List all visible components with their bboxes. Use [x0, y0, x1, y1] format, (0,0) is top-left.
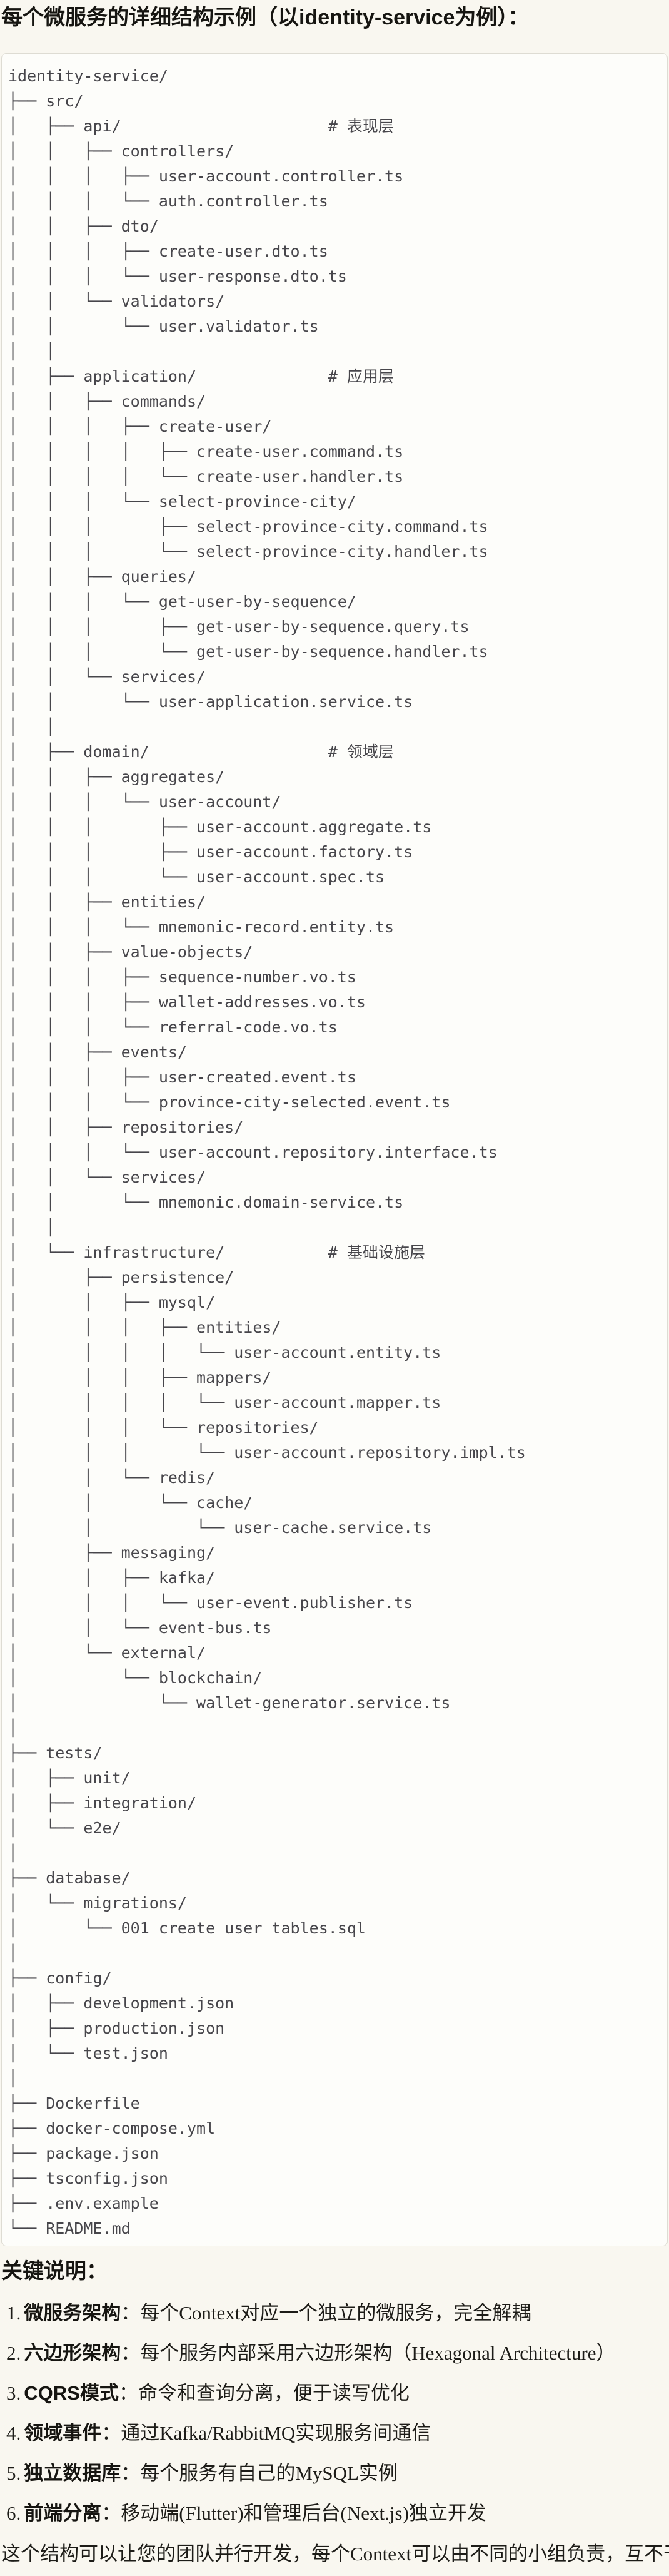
note-label: 独立数据库	[24, 2462, 121, 2484]
note-text: 每个服务内部采用六边形架构（Hexagonal Architecture）	[140, 2342, 616, 2364]
note-label: 微服务架构	[24, 2302, 121, 2324]
note-number: 2.	[6, 2342, 21, 2364]
note-text: 移动端(Flutter)和管理后台(Next.js)独立开发	[121, 2502, 486, 2524]
note-text: 命令和查询分离，便于读写优化	[138, 2382, 410, 2404]
notes-heading: 关键说明：	[1, 2259, 108, 2283]
note-number: 6.	[6, 2502, 21, 2524]
note-separator: ：	[121, 2302, 141, 2324]
note-number: 4.	[6, 2422, 21, 2444]
code-block: identity-service/ ├── src/ │ ├── api/ # …	[1, 53, 668, 2246]
note-separator: ：	[118, 2382, 138, 2404]
note-number: 5.	[6, 2462, 21, 2484]
note-text: 每个服务有自己的MySQL实例	[140, 2462, 398, 2484]
note-number: 1.	[6, 2302, 21, 2324]
note-separator: ：	[101, 2422, 121, 2444]
note-separator: ：	[121, 2462, 141, 2484]
page-title: 每个微服务的详细结构示例（以identity-service为例）：	[1, 6, 530, 29]
note-text: 每个Context对应一个独立的微服务，完全解耦	[140, 2302, 531, 2324]
note-label: 六边形架构	[24, 2342, 121, 2364]
notes-list: 1.微服务架构：每个Context对应一个独立的微服务，完全解耦 2.六边形架构…	[1, 2303, 669, 2524]
note-separator: ：	[101, 2502, 121, 2524]
file-tree-code: identity-service/ ├── src/ │ ├── api/ # …	[8, 67, 526, 2237]
note-item-3: 3.CQRS模式：命令和查询分离，便于读写优化	[6, 2383, 669, 2404]
note-item-6: 6.前端分离：移动端(Flutter)和管理后台(Next.js)独立开发	[6, 2503, 669, 2524]
note-item-2: 2.六边形架构：每个服务内部采用六边形架构（Hexagonal Architec…	[6, 2343, 669, 2364]
note-label: 领域事件	[24, 2422, 102, 2444]
note-item-1: 1.微服务架构：每个Context对应一个独立的微服务，完全解耦	[6, 2303, 669, 2324]
note-separator: ：	[121, 2342, 141, 2364]
note-label: CQRS模式	[24, 2382, 119, 2404]
closing-paragraph: 这个结构可以让您的团队并行开发，每个Context可以由不同的小组负责，互不干扰…	[1, 2543, 669, 2565]
note-item-4: 4.领域事件：通过Kafka/RabbitMQ实现服务间通信	[6, 2423, 669, 2444]
note-item-5: 5.独立数据库：每个服务有自己的MySQL实例	[6, 2463, 669, 2484]
note-text: 通过Kafka/RabbitMQ实现服务间通信	[121, 2422, 431, 2444]
note-number: 3.	[6, 2382, 21, 2404]
note-label: 前端分离	[24, 2502, 102, 2524]
